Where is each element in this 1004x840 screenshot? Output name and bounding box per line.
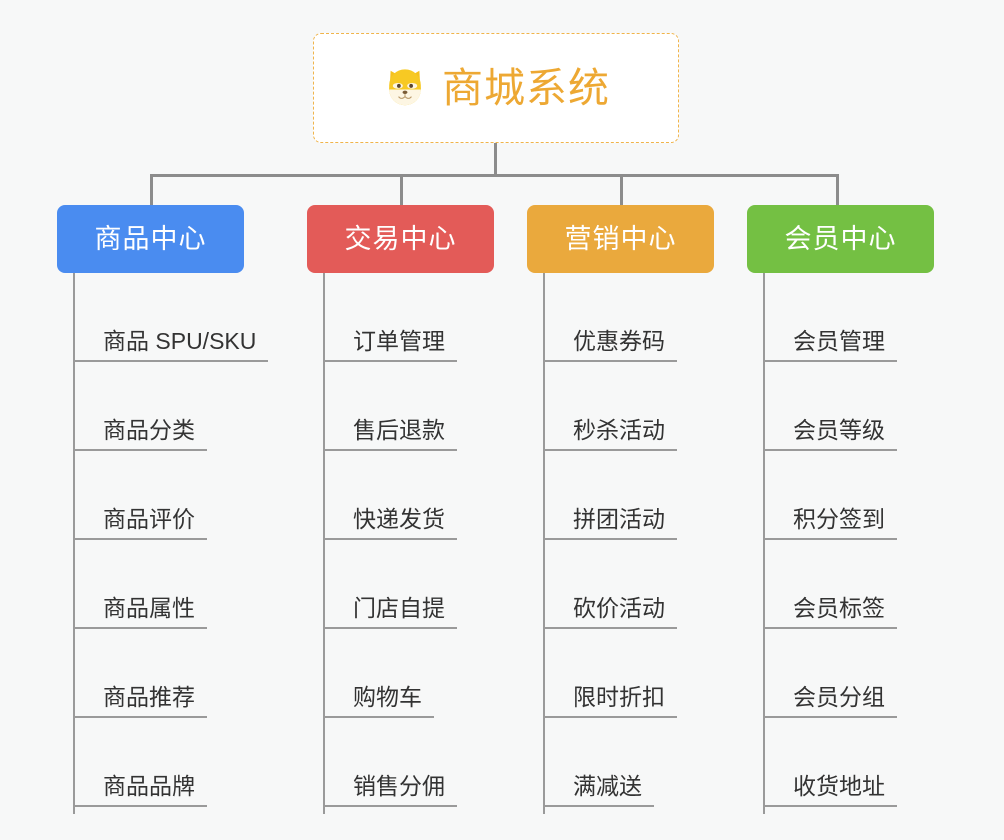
root-node-shopping-mall-system[interactable]: 商城系统 [313, 33, 679, 143]
leaf-label: 收货地址 [793, 772, 885, 799]
branch-label: 会员中心 [784, 223, 897, 254]
connector-root-stem [494, 143, 497, 176]
leaf-item[interactable]: 商品推荐 [73, 629, 207, 718]
leaf-item[interactable]: 商品属性 [73, 540, 207, 629]
connector-drop-2 [400, 174, 403, 205]
leaf-item[interactable]: 售后退款 [323, 362, 457, 451]
leaf-item[interactable]: 会员标签 [763, 540, 897, 629]
leaf-spine [323, 273, 325, 814]
leaf-item[interactable]: 商品评价 [73, 451, 207, 540]
leaf-label: 销售分佣 [353, 772, 445, 799]
leaf-label: 积分签到 [793, 505, 885, 532]
leaf-item[interactable]: 收货地址 [763, 718, 897, 807]
leaf-spine [73, 273, 75, 814]
leaf-item[interactable]: 会员分组 [763, 629, 897, 718]
leaf-item[interactable]: 满减送 [543, 718, 654, 807]
leaf-label: 会员等级 [793, 416, 885, 443]
leaf-item[interactable]: 购物车 [323, 629, 434, 718]
leaf-item[interactable]: 积分签到 [763, 451, 897, 540]
leaf-spine [763, 273, 765, 814]
leaf-label: 商品推荐 [103, 683, 195, 710]
leaf-label: 限时折扣 [573, 683, 665, 710]
connector-drop-4 [836, 174, 839, 205]
connector-horizontal-bar [150, 174, 839, 177]
leaf-label: 秒杀活动 [573, 416, 665, 443]
leaf-label: 购物车 [353, 683, 422, 710]
connector-drop-3 [620, 174, 623, 205]
root-node-title: 商城系统 [442, 64, 610, 111]
leaf-item[interactable]: 商品分类 [73, 362, 207, 451]
leaf-item[interactable]: 优惠券码 [543, 273, 677, 362]
leaf-label: 门店自提 [353, 594, 445, 621]
leaf-label: 订单管理 [353, 327, 445, 354]
leaf-item[interactable]: 快递发货 [323, 451, 457, 540]
leaf-label: 商品评价 [103, 505, 195, 532]
shiba-dog-face-icon [389, 69, 421, 106]
branch-label: 交易中心 [344, 223, 457, 254]
branch-node-member-center[interactable]: 会员中心 [747, 205, 934, 273]
leaf-label: 砍价活动 [573, 594, 665, 621]
leaf-label: 拼团活动 [573, 505, 665, 532]
leaf-item[interactable]: 订单管理 [323, 273, 457, 362]
leaf-item[interactable]: 门店自提 [323, 540, 457, 629]
leaf-label: 快递发货 [353, 505, 445, 532]
branch-node-marketing-center[interactable]: 营销中心 [527, 205, 714, 273]
leaf-label: 售后退款 [353, 416, 445, 443]
leaf-label: 会员分组 [793, 683, 885, 710]
leaf-item[interactable]: 销售分佣 [323, 718, 457, 807]
leaf-item[interactable]: 秒杀活动 [543, 362, 677, 451]
connector-drop-1 [150, 174, 153, 205]
leaf-label: 商品属性 [103, 594, 195, 621]
leaf-label: 优惠券码 [573, 327, 665, 354]
leaf-label: 会员标签 [793, 594, 885, 621]
leaf-item[interactable]: 会员管理 [763, 273, 897, 362]
leaf-spine [543, 273, 545, 814]
leaf-item[interactable]: 拼团活动 [543, 451, 677, 540]
branch-label: 营销中心 [564, 223, 677, 254]
leaf-label: 满减送 [573, 772, 642, 799]
branch-label: 商品中心 [94, 223, 207, 254]
branch-node-trade-center[interactable]: 交易中心 [307, 205, 494, 273]
branch-node-product-center[interactable]: 商品中心 [57, 205, 244, 273]
leaf-item[interactable]: 商品 SPU/SKU [73, 273, 269, 362]
leaf-item[interactable]: 砍价活动 [543, 540, 677, 629]
leaf-label: 会员管理 [793, 327, 885, 354]
leaf-item[interactable]: 会员等级 [763, 362, 897, 451]
leaf-item[interactable]: 商品品牌 [73, 718, 207, 807]
leaf-label: 商品品牌 [103, 772, 195, 799]
leaf-label: 商品分类 [103, 416, 195, 443]
leaf-label: 商品 SPU/SKU [103, 327, 257, 354]
leaf-item[interactable]: 限时折扣 [543, 629, 677, 718]
